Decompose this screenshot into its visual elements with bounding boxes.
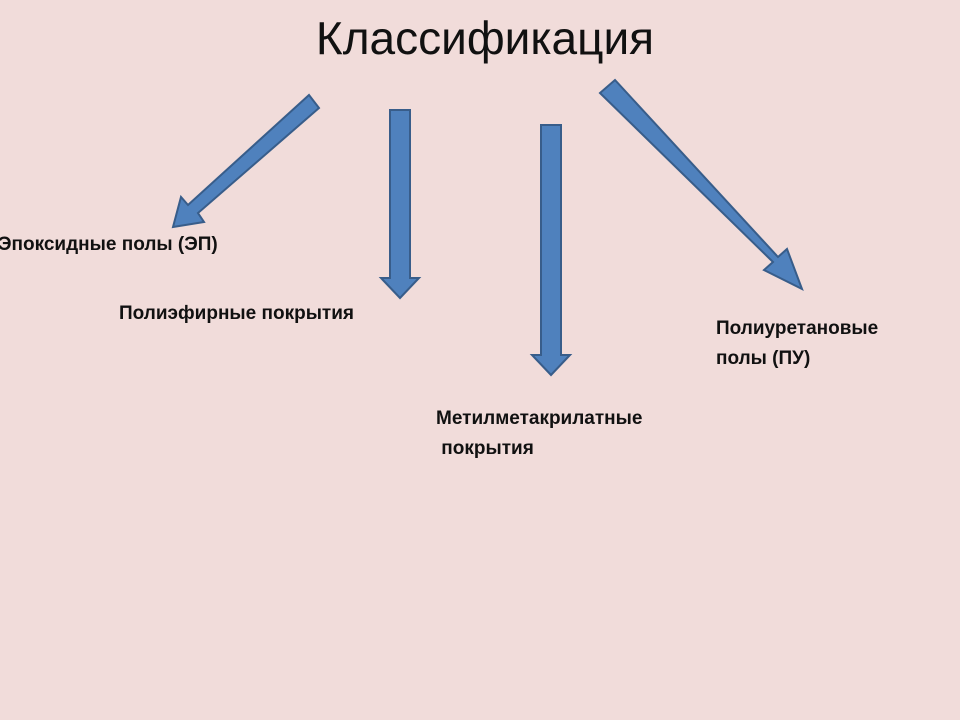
category-label-epoxy: Эпоксидные полы (ЭП) [0,234,218,255]
arrow-to-polyurethane [598,78,804,292]
arrow-to-mma [529,124,573,377]
category-label-polyester: Полиэфирные покрытия [119,303,354,324]
slide-title: Классификация [315,12,655,64]
arrow-to-polyester [378,109,422,300]
arrow-to-epoxy [171,93,321,229]
category-label-polyurethane: Полиуретановые полы (ПУ) [716,318,879,369]
category-label-mma: Метилметакрилатные покрытия [436,408,643,459]
